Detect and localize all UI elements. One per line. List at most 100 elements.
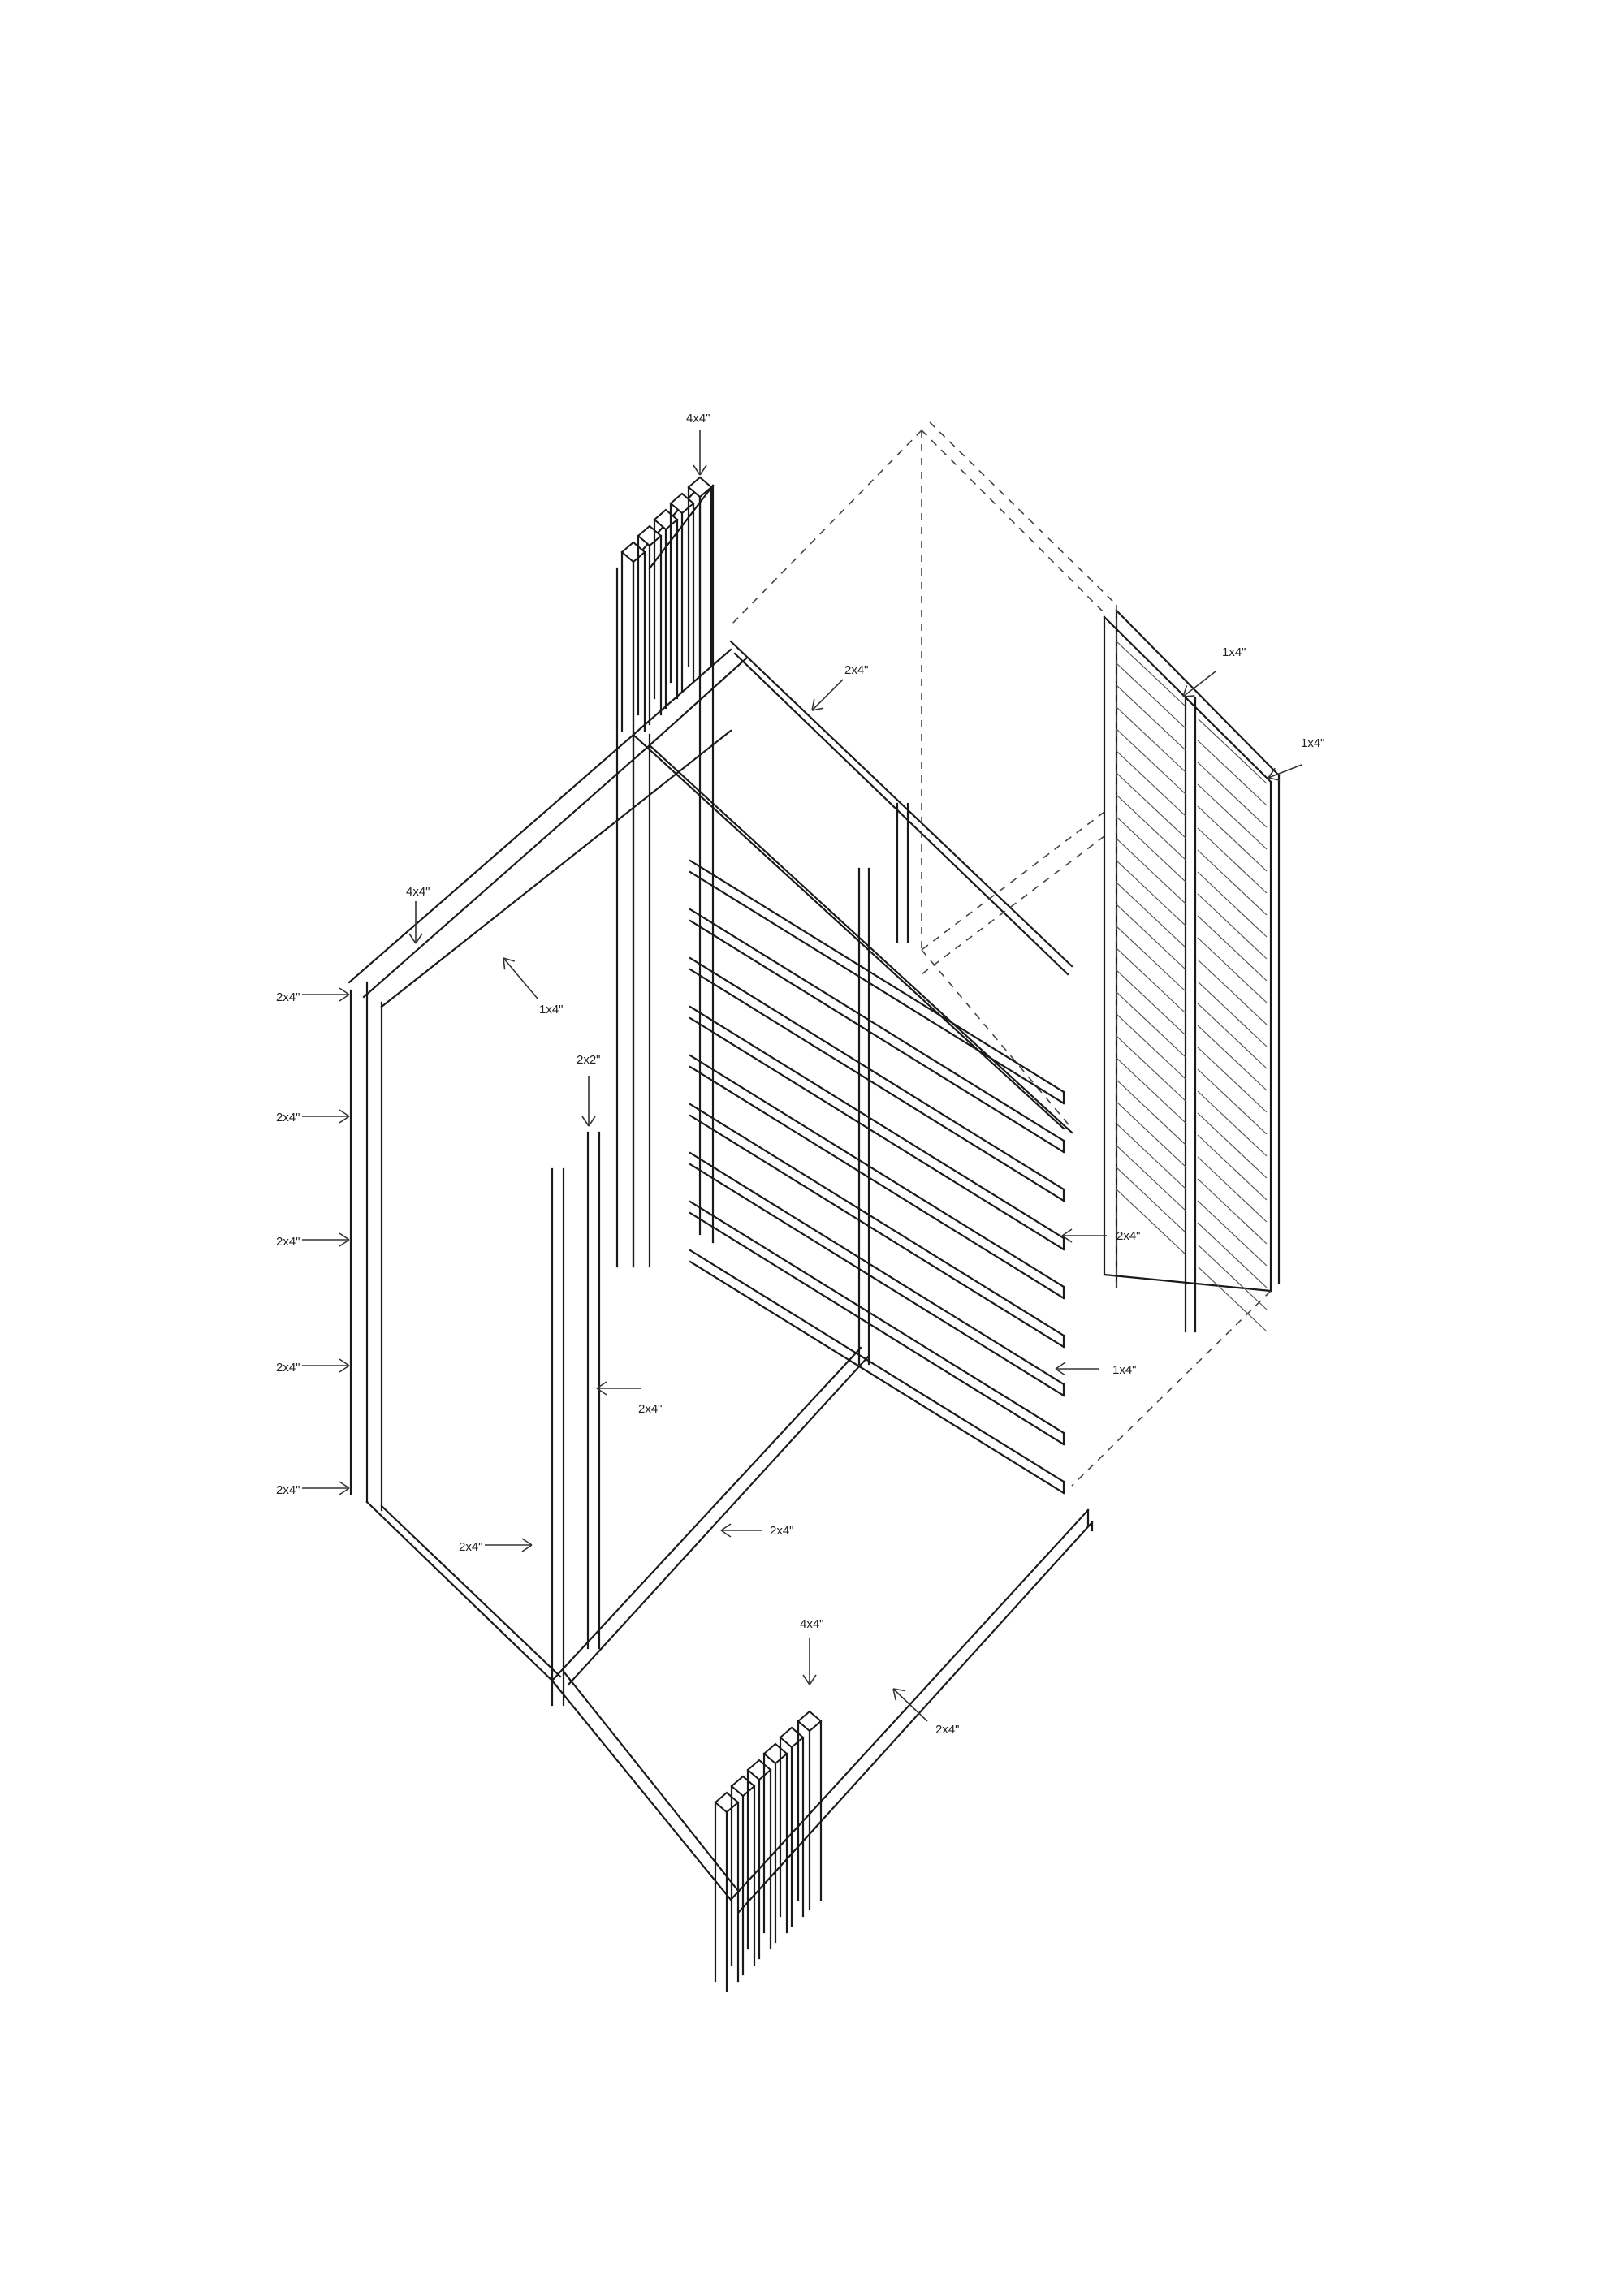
post-end-square [714,1791,740,1814]
explode-guide [921,429,1105,614]
frame-member-edge [380,1504,562,1678]
leader-arrow [339,1487,350,1495]
leader-arrow [339,1239,350,1247]
panel-slat [1197,1244,1268,1310]
explode-guide [929,421,1117,606]
post-end-square [653,508,679,531]
explode-guide [730,429,922,626]
panel-slat [1197,1003,1268,1069]
panel-slat [1197,827,1268,894]
label-2x4-rail-5: 2x4" [276,1483,300,1497]
label-4x4-gable: 4x4" [406,885,430,899]
leader-arrow [339,1358,350,1366]
frame-member-edge [365,1500,554,1682]
leader-line [811,679,844,711]
frame-member-edge [632,733,1065,1130]
label-2x4-ladder-base: 2x4" [459,1540,483,1554]
panel-slat [1197,981,1268,1047]
panel-slat [1116,1079,1186,1146]
leader-arrow [1055,1368,1066,1376]
label-4x4-bottom-posts: 4x4" [800,1617,824,1631]
explode-guide [921,835,1105,975]
slat-board-edge [689,1005,1065,1240]
panel-slat [1197,871,1268,938]
slat-board-edge [689,1151,1065,1386]
leader-arrow [802,1674,810,1685]
panel-slat [1116,794,1186,861]
panel-slat [1197,893,1268,960]
post-end-square [620,541,646,563]
post-end-square [797,1710,823,1733]
panel-slat [1116,969,1186,1036]
slat-board-edge [689,1163,1065,1397]
frame-member-edge [551,1679,732,1901]
panel-slat [1197,805,1268,872]
leader-line [1182,671,1216,697]
label-1x4-panel-edge: 1x4" [1301,736,1325,750]
leader-arrow [1182,685,1188,697]
panel-slat [1116,662,1186,729]
frame-member-edge [1103,1273,1272,1293]
post-end-square [762,1742,788,1765]
panel-slat [1197,1266,1268,1332]
leader-arrow [339,1116,350,1124]
leader-arrow [693,464,701,476]
slat-board-edge [689,1054,1065,1288]
slat-board-edge [689,859,1065,1094]
panel-slat [1116,1035,1186,1102]
panel-slat [1116,1189,1186,1255]
explode-guide [921,811,1105,951]
label-2x4-slat-support: 2x4" [1116,1229,1141,1243]
panel-slat [1116,1101,1186,1167]
leader-arrow [408,933,417,944]
panel-slat [1116,684,1186,751]
panel-slat [1197,849,1268,916]
panel-slat [1197,740,1268,806]
post-ends [620,476,823,1992]
leader-arrow [1268,767,1276,779]
label-2x4-base-beam: 2x4" [935,1723,960,1737]
panel-slat [1116,728,1186,795]
leader-arrow [1061,1235,1073,1243]
frame-member-edge [1115,609,1281,777]
slat-board-edge [689,956,1065,1191]
leader-line [503,957,538,999]
label-1x4-slat: 1x4" [1112,1363,1137,1377]
panel-slat [1197,1222,1268,1288]
panel-slat [1116,926,1186,992]
panel-slat [1197,959,1268,1025]
leader-arrow [892,1688,905,1692]
leader-arrow [339,1481,350,1489]
panel-slat [1116,1167,1186,1233]
label-2x4-rail-1: 2x4" [276,990,300,1004]
slat-board-edge [689,1200,1065,1435]
panel-slat [1116,772,1186,839]
frame-member-edge [733,652,1069,976]
panel-slat [1197,762,1268,828]
leader-arrow [588,1116,596,1127]
frame-member-edge [1103,615,1272,783]
explode-guide [921,949,1073,1129]
slat-board-edge [689,1249,1065,1483]
post-end-square [779,1726,805,1749]
panel-slat [1116,1013,1186,1080]
slat-board-edge [689,1211,1065,1446]
explode-guide [1071,1290,1272,1487]
slat-board-edge [689,968,1065,1202]
leader-arrow [1182,695,1195,697]
panel-slat [1197,1112,1268,1179]
leader-arrow [699,464,707,476]
post-end-square [746,1759,772,1781]
panel-slat [1197,1025,1268,1091]
panel-slat [1116,860,1186,926]
panel-slat [1197,718,1268,784]
panel-slat [1116,838,1186,904]
panel-slat [1197,1178,1268,1245]
panel-slat [1197,1047,1268,1113]
panel-slat [1197,915,1268,982]
leader-arrow [596,1388,607,1396]
panel-slat [1197,1156,1268,1223]
label-4x4-top-posts: 4x4" [686,412,710,425]
panel-slat [1116,816,1186,883]
slat-board-edge [689,1103,1065,1337]
